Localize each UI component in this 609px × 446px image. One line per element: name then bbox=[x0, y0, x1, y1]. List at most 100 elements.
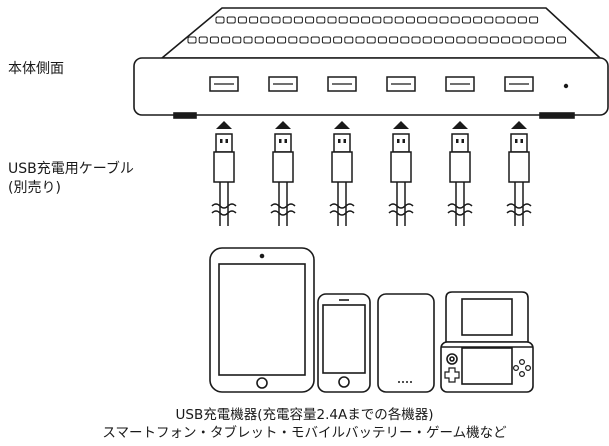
caption: USB充電機器(充電容量2.4Aまでの各機器) スマートフォン・タブレット・モバ… bbox=[0, 406, 609, 442]
vent-slot bbox=[489, 36, 499, 44]
cable-label-line2: (別売り) bbox=[8, 180, 61, 196]
vent-slot bbox=[355, 36, 365, 44]
usb-ports bbox=[209, 76, 534, 92]
vent-slot bbox=[428, 16, 438, 24]
vent-slot bbox=[249, 16, 259, 24]
vent-slot bbox=[310, 36, 320, 44]
caption-line2: スマートフォン・タブレット・モバイルバッテリー・ゲーム機など bbox=[102, 425, 507, 441]
vent-slot bbox=[484, 16, 494, 24]
devices bbox=[209, 247, 534, 393]
vent-slot bbox=[277, 36, 287, 44]
usb-port bbox=[268, 76, 298, 92]
vent-slot bbox=[433, 36, 443, 44]
vent-slot bbox=[523, 36, 533, 44]
vent-slot bbox=[271, 16, 281, 24]
vent-slot bbox=[473, 16, 483, 24]
vent-slot bbox=[517, 16, 527, 24]
vent-slot bbox=[512, 36, 522, 44]
cable-label: USB充電用ケーブル (別売り) bbox=[8, 160, 134, 198]
up-arrow-icon bbox=[334, 121, 350, 129]
vent-slot bbox=[422, 36, 432, 44]
vent-slot bbox=[254, 36, 264, 44]
vent-slot bbox=[372, 16, 382, 24]
vent-slot bbox=[383, 16, 393, 24]
usb-port bbox=[445, 76, 475, 92]
charger-top-panel bbox=[159, 7, 603, 59]
vent-slot bbox=[316, 16, 326, 24]
caption-line1: USB充電機器(充電容量2.4Aまでの各機器) bbox=[175, 407, 434, 423]
charger-foot-right bbox=[539, 112, 575, 119]
vent-slot bbox=[445, 36, 455, 44]
up-arrow-icon bbox=[452, 121, 468, 129]
vent-slot bbox=[394, 16, 404, 24]
usb-port bbox=[209, 76, 239, 92]
vent-slot bbox=[237, 16, 247, 24]
usb-port bbox=[327, 76, 357, 92]
vent-slot bbox=[450, 16, 460, 24]
tablet-icon bbox=[209, 247, 315, 393]
vent-slot bbox=[288, 36, 298, 44]
vent-slot bbox=[265, 36, 275, 44]
vent-slot bbox=[534, 36, 544, 44]
vent-slot bbox=[501, 36, 511, 44]
vent-slot bbox=[529, 16, 539, 24]
charger-foot-left bbox=[173, 112, 197, 119]
vent-slot bbox=[226, 16, 236, 24]
up-arrow-icon bbox=[393, 121, 409, 129]
vent-slot bbox=[321, 36, 331, 44]
up-arrow-icon bbox=[216, 121, 232, 129]
vent-slot bbox=[478, 36, 488, 44]
mobile-battery-icon bbox=[377, 293, 435, 393]
vent-slot bbox=[349, 16, 359, 24]
vent-slot bbox=[557, 36, 567, 44]
vent-slot bbox=[243, 36, 253, 44]
smartphone-icon bbox=[317, 293, 371, 393]
usb-port bbox=[504, 76, 534, 92]
vent-slot bbox=[389, 36, 399, 44]
usb-cables bbox=[211, 121, 532, 226]
vent-slot bbox=[293, 16, 303, 24]
body-side-label: 本体側面 bbox=[8, 61, 64, 77]
vent-slot bbox=[260, 16, 270, 24]
vent-slot bbox=[198, 36, 208, 44]
vent-slot bbox=[461, 16, 471, 24]
usb-cable-icon bbox=[388, 121, 414, 226]
vent-slot bbox=[456, 36, 466, 44]
vent-slot bbox=[209, 36, 219, 44]
vent-slot bbox=[344, 36, 354, 44]
up-arrow-icon bbox=[511, 121, 527, 129]
up-arrow-icon bbox=[275, 121, 291, 129]
vent-slot bbox=[467, 36, 477, 44]
vent-slot bbox=[215, 16, 225, 24]
usb-cable-icon bbox=[329, 121, 355, 226]
vent-slot bbox=[232, 36, 242, 44]
vent-slot bbox=[495, 16, 505, 24]
vent-slot bbox=[411, 36, 421, 44]
vent-slot bbox=[417, 16, 427, 24]
vent-slot bbox=[366, 36, 376, 44]
game-console-icon bbox=[440, 291, 534, 393]
charger-unit bbox=[133, 7, 609, 119]
vent-slot bbox=[439, 16, 449, 24]
vent-slot bbox=[405, 16, 415, 24]
vent-slot bbox=[333, 36, 343, 44]
charger-front-panel bbox=[133, 57, 609, 116]
usb-cable-icon bbox=[270, 121, 296, 226]
vent-slot bbox=[282, 16, 292, 24]
vent-slot bbox=[377, 36, 387, 44]
vent-slot bbox=[361, 16, 371, 24]
vent-slot bbox=[338, 16, 348, 24]
vent-slot bbox=[221, 36, 231, 44]
vent-slot bbox=[187, 36, 197, 44]
vent-slot bbox=[305, 16, 315, 24]
usb-cable-icon bbox=[447, 121, 473, 226]
vent-slot bbox=[400, 36, 410, 44]
power-led bbox=[563, 83, 569, 89]
vent-slot bbox=[327, 16, 337, 24]
cable-label-line1: USB充電用ケーブル bbox=[8, 161, 134, 177]
vent-slots bbox=[187, 16, 567, 44]
usb-cable-icon bbox=[506, 121, 532, 226]
usb-port bbox=[386, 76, 416, 92]
vent-slot bbox=[545, 36, 555, 44]
